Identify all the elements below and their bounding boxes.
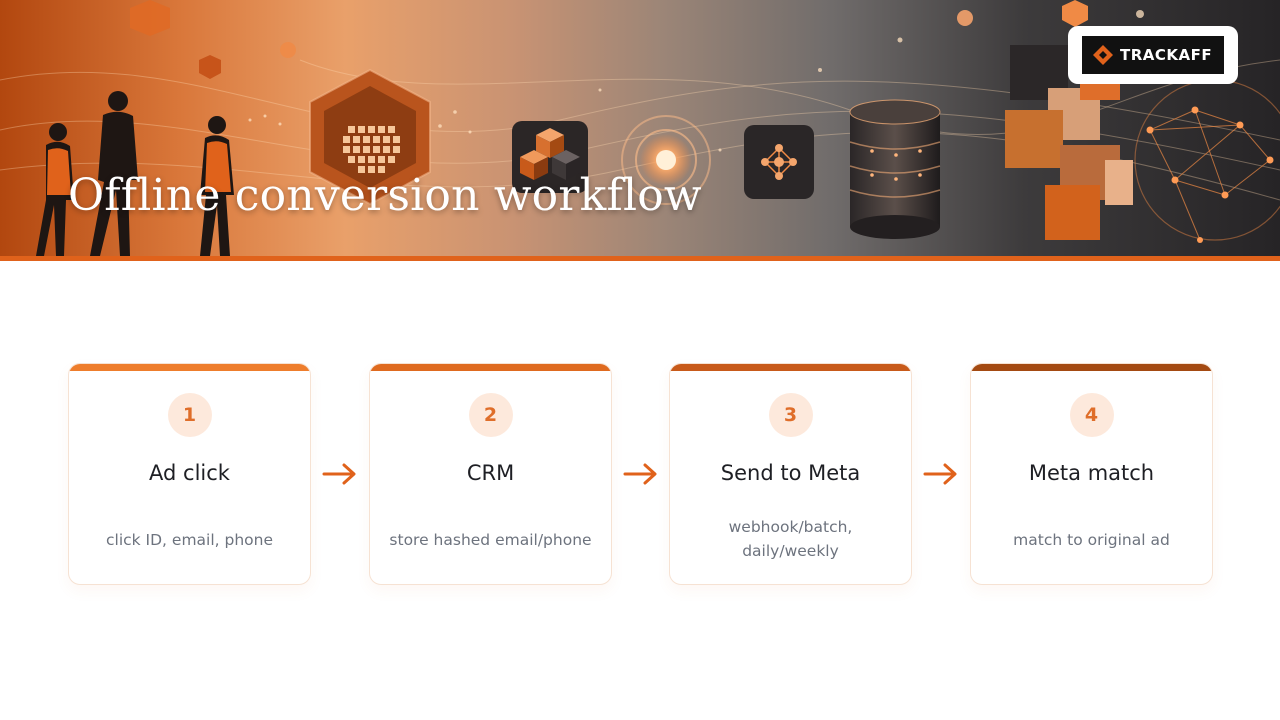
- step-description: click ID, email, phone: [105, 531, 274, 549]
- step-number-badge: 3: [768, 393, 813, 437]
- brand-logo: TRACKAFF: [1068, 26, 1238, 84]
- step-number-badge: 2: [468, 393, 513, 437]
- step-description: webhook/batch, daily/weekly: [728, 518, 853, 560]
- brand-mark-icon: [1093, 45, 1113, 65]
- step-top-bar: [370, 364, 611, 371]
- banner-accent-rule: [0, 256, 1280, 261]
- header-banner: Offline conversion workflow TRACKAFF: [0, 0, 1280, 256]
- step-top-bar: [670, 364, 911, 371]
- step-title: Meta match: [1028, 461, 1155, 485]
- arrow-right-icon: [322, 463, 356, 485]
- arrow-right-icon: [923, 463, 957, 485]
- workflow-step-3: 3 Send to Meta webhook/batch, daily/week…: [669, 363, 912, 585]
- page-title: Offline conversion workflow: [68, 170, 702, 221]
- brand-logo-text: TRACKAFF: [1120, 46, 1213, 64]
- workflow-step-1: 1 Ad click click ID, email, phone: [68, 363, 311, 585]
- step-title: Send to Meta: [720, 461, 861, 485]
- step-title: CRM: [466, 461, 515, 485]
- workflow-diagram: 1 Ad click click ID, email, phone 2 CRM …: [68, 363, 1213, 585]
- workflow-step-4: 4 Meta match match to original ad: [970, 363, 1213, 585]
- step-number-badge: 1: [167, 393, 212, 437]
- workflow-step-2: 2 CRM store hashed email/phone: [369, 363, 612, 585]
- step-title: Ad click: [149, 461, 230, 485]
- step-top-bar: [971, 364, 1212, 371]
- step-top-bar: [69, 364, 310, 371]
- step-number-badge: 4: [1069, 393, 1114, 437]
- arrow-right-icon: [623, 463, 657, 485]
- brand-logo-inner: TRACKAFF: [1082, 36, 1224, 74]
- step-description: match to original ad: [1013, 531, 1170, 549]
- step-description: store hashed email/phone: [389, 531, 592, 549]
